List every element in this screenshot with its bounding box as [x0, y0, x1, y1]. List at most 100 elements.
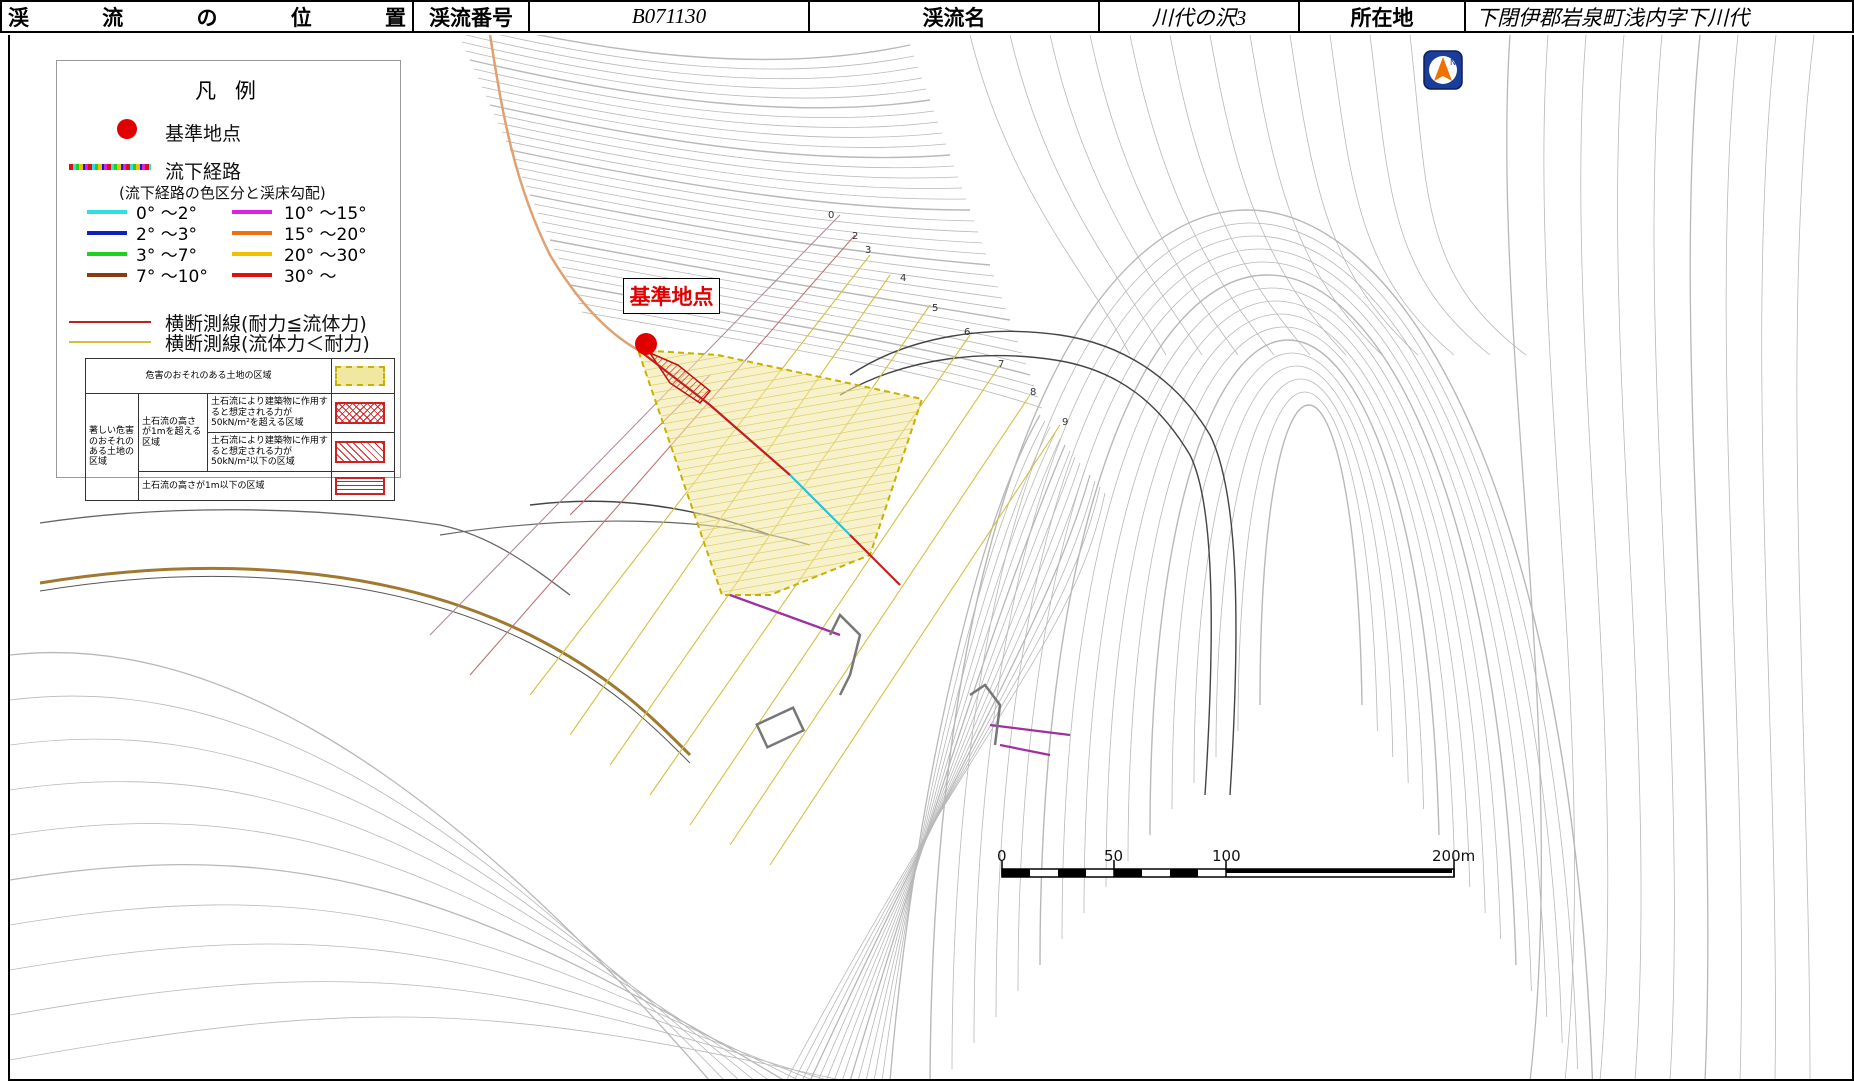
reference-point-marker[interactable]	[635, 333, 657, 355]
legend-swatch-15-20	[232, 231, 272, 235]
contour-line	[1761, 35, 1777, 1079]
contour-line	[505, 140, 967, 200]
contour-line	[1215, 378, 1394, 758]
contour-line	[810, 474, 1091, 1079]
contour-line	[525, 185, 987, 255]
contour-line	[529, 194, 991, 266]
contour-line	[1249, 35, 1383, 356]
contour-line	[521, 176, 983, 244]
legend-slope-3-7: 3° ～7°	[136, 246, 198, 266]
stream-name-value: 川代の沢3	[1100, 2, 1300, 31]
contour-line	[1237, 391, 1378, 732]
contour-line	[794, 486, 1101, 1079]
contour-line	[873, 426, 1051, 1079]
stream-no-value: B071130	[530, 2, 810, 31]
contour-line	[581, 311, 1043, 409]
scale-label-100: 100	[1212, 847, 1241, 865]
special-warning-zone	[647, 351, 712, 404]
contour-line	[1289, 35, 1419, 356]
contour-line	[10, 904, 797, 1079]
contour-line	[1049, 35, 1203, 356]
contour-line	[1543, 35, 1575, 1079]
force-over-swatch	[331, 393, 395, 433]
contour-line	[969, 35, 1131, 356]
contour-line	[10, 695, 724, 1079]
map-area[interactable]: 基準地点 0 2 3 4 5 6 7 8 9 0 50 100 200m N 凡…	[8, 35, 1854, 1081]
legend-title: 凡 例	[195, 79, 262, 103]
contour-line	[1061, 287, 1501, 940]
contour-line	[481, 86, 943, 138]
contour-line	[826, 462, 1081, 1079]
contour-line	[1689, 35, 1709, 1079]
section-number: 9	[1062, 417, 1069, 428]
contour-line	[513, 158, 975, 222]
contour-line	[464, 35, 919, 80]
section-number: 5	[932, 303, 939, 314]
warning-zone-swatch	[331, 358, 395, 394]
contour-line	[1329, 35, 1455, 356]
legend-cross-yellow-label: 横断測線(流体力＜耐力)	[165, 333, 370, 355]
scale-label-50: 50	[1104, 847, 1124, 865]
legend-flow-path-label: 流下経路	[165, 161, 242, 183]
section-number: 4	[900, 273, 907, 284]
legend-flow-path-note: (流下経路の色区分と渓床勾配)	[119, 184, 326, 202]
legend-cross-red-label: 横断測線(耐力≦流体力)	[165, 313, 367, 335]
contour-line	[509, 149, 971, 211]
contour-line	[1169, 35, 1311, 356]
contour-line	[1105, 313, 1471, 888]
legend-swatch-2-3	[87, 231, 127, 235]
contour-line	[545, 230, 1007, 310]
contour-line	[1083, 300, 1486, 914]
contour-line	[461, 41, 923, 89]
warning-zone-label: 危害のおそれのある土地の区域	[85, 358, 332, 394]
legend-swatch-10-15	[232, 210, 272, 214]
contour-line	[465, 50, 927, 99]
contour-line	[489, 104, 951, 159]
height-over-1m-label: 土石流の高さが1mを超える区域	[138, 393, 208, 472]
scale-bar	[1001, 860, 1455, 878]
contour-line	[557, 257, 1019, 343]
legend-cross-yellow-swatch	[69, 341, 151, 343]
title-char-5: 置	[385, 5, 406, 30]
legend-slope-10-15: 10° ～15°	[284, 204, 367, 224]
legend-swatch-30	[232, 273, 272, 277]
header-bar: 渓 流 の 位 置 渓流番号 B071130 渓流名 川代の沢3 所在地 下閉伊…	[0, 0, 1854, 33]
contour-line	[1129, 35, 1275, 356]
contour-line	[818, 468, 1086, 1079]
contour-line	[858, 438, 1061, 1079]
sheet-title: 渓 流 の 位 置	[2, 2, 414, 31]
contour-line	[866, 432, 1056, 1079]
zone-legend-table: 危害のおそれのある土地の区域 著しい危害のおそれのある土地の区域 土石流の高さが…	[85, 358, 395, 501]
height-under-1m-swatch	[331, 471, 395, 501]
contour-line	[1149, 339, 1440, 836]
north-arrow-icon: N	[1423, 50, 1463, 90]
contour-line	[493, 113, 955, 169]
legend-swatch-7-10	[87, 273, 127, 277]
section-number: 6	[964, 327, 971, 338]
contour-line	[553, 248, 1015, 332]
contour-line	[10, 1016, 838, 1079]
contour-line	[1209, 35, 1347, 356]
contour-line	[1653, 35, 1675, 1079]
title-char-4: 位	[290, 5, 312, 30]
legend-cross-red-swatch	[69, 321, 151, 323]
location-label: 所在地	[1300, 2, 1466, 31]
legend-slope-15-20: 15° ～20°	[284, 225, 367, 245]
contour-line	[497, 122, 959, 179]
section-number: 2	[852, 231, 859, 242]
contour-line	[501, 131, 963, 189]
contour-line	[1580, 35, 1609, 1079]
contour-line	[1171, 352, 1424, 810]
force-under-label: 土石流により建築物に作用すると想定される力が50kN/m²以下の区域	[207, 432, 332, 472]
title-char-2: 流	[102, 5, 124, 30]
contour-line	[517, 167, 979, 233]
section-number: 0	[828, 210, 835, 221]
force-over-label: 土石流により建築物に作用すると想定される力が50kN/m²を超える区域	[207, 393, 332, 433]
contour-line	[1039, 274, 1517, 966]
scale-label-200m: 200m	[1432, 847, 1476, 865]
legend-slope-30: 30° ～	[284, 267, 337, 287]
scale-label-0: 0	[997, 847, 1007, 865]
legend-flow-path-swatch	[69, 164, 151, 170]
contour-line	[485, 95, 947, 148]
contour-line	[473, 68, 935, 119]
